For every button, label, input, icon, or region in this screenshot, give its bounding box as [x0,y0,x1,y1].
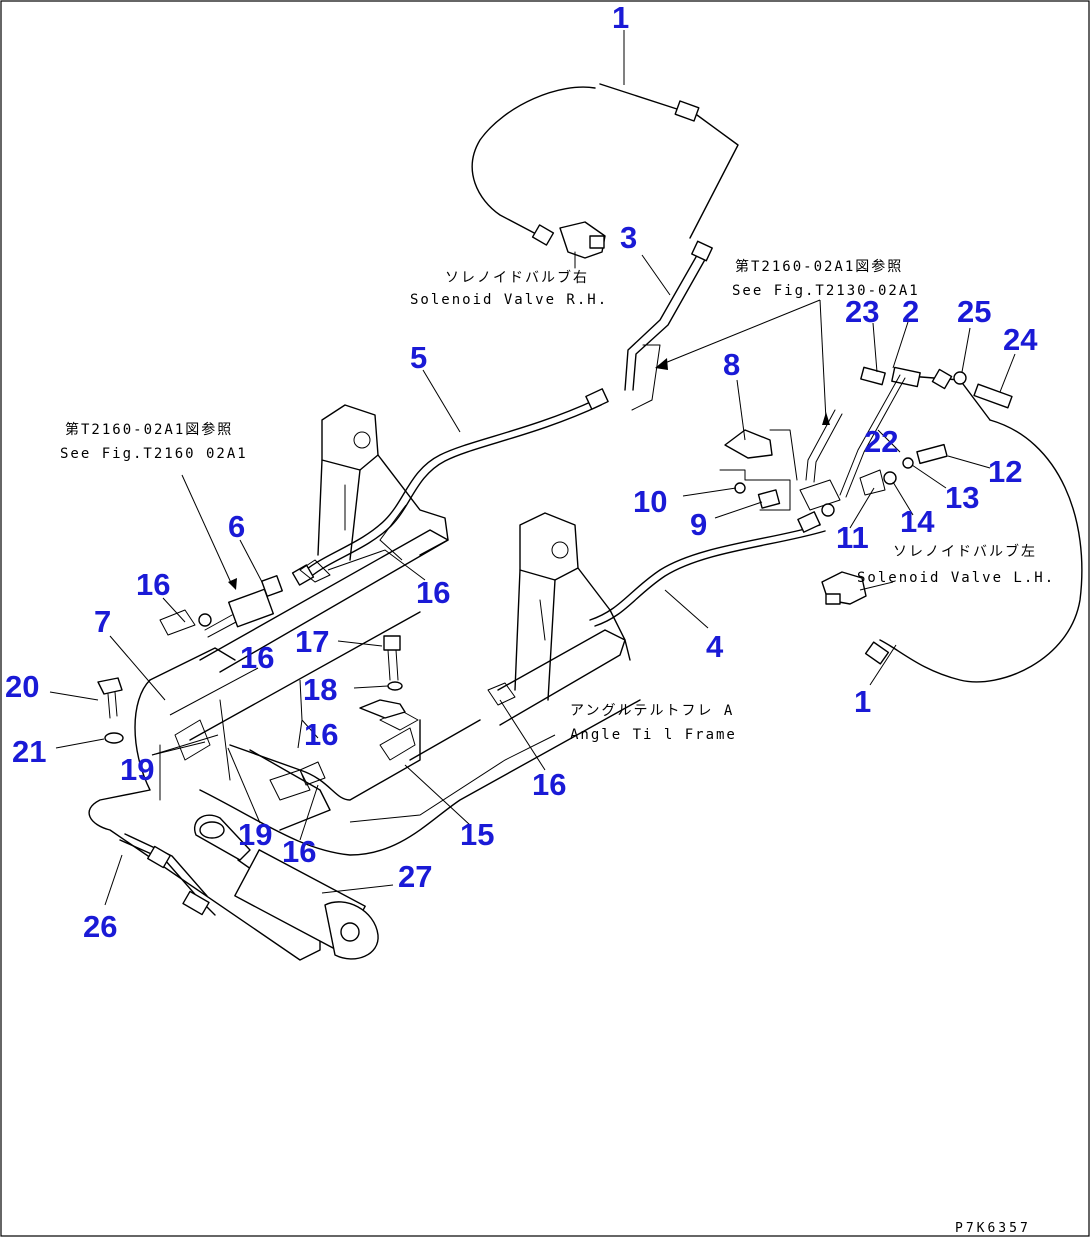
callout-16-a: 16 [136,567,170,602]
callout-16-e: 16 [532,767,566,802]
callout-17: 17 [295,624,329,659]
solenoid-valve-lh [821,571,867,605]
callout-19-b: 19 [238,817,272,852]
note-frame-en: Angle Ti l Frame [570,727,737,743]
callout-20: 20 [5,669,39,704]
callout-16-d: 16 [304,717,338,752]
callout-1-b: 1 [854,684,871,719]
bolts-left [97,677,124,744]
callout-22: 22 [864,424,898,459]
note-ref-left-jp: 第T2160-02A1図参照 [65,421,233,438]
callout-23: 23 [845,294,879,329]
callout-25: 25 [957,294,991,329]
callout-26: 26 [83,909,117,944]
callout-2: 2 [902,294,919,329]
note-frame-jp: アングルテルトフレ A [570,703,734,719]
callout-9: 9 [690,507,707,542]
callout-7: 7 [94,604,111,639]
hose-4-and-hose-1-lh [589,419,1083,683]
hose-5 [291,388,609,586]
fittings-right-group [839,366,1013,498]
callout-16-c: 16 [240,640,274,675]
pipe-3 [624,240,713,411]
note-valve-lh-jp: ソレノイドバルブ左 [893,543,1037,560]
solenoid-valve-rh [559,221,606,269]
pipe-2-and-brackets [799,409,843,517]
callout-3: 3 [620,220,637,255]
leader-lines [49,30,1016,906]
callout-21: 21 [12,734,46,769]
bolts-center [359,635,406,719]
callout-1: 1 [612,0,629,35]
note-ref-left-en: See Fig.T2160 02A1 [60,446,248,462]
callout-14: 14 [900,504,935,539]
callout-16-b: 16 [416,575,450,610]
cylinder-27 [193,814,379,960]
hose-26 [119,833,216,916]
joint-6 [204,575,283,638]
callout-4: 4 [706,629,724,664]
cross-beam [189,529,481,761]
callout-5: 5 [410,340,427,375]
callout-11: 11 [836,520,869,555]
angle-tilt-frame [88,647,641,961]
arrowheads [228,358,830,590]
note-valve-rh-jp: ソレノイドバルブ右 [445,269,589,286]
note-valve-lh-en: Solenoid Valve L.H. [857,570,1055,586]
right-frame [497,512,631,726]
note-ref-top-jp: 第T2160-02A1図参照 [735,258,903,275]
callout-27: 27 [398,859,432,894]
figure-code: P7K6357 [955,1221,1031,1236]
clamp-8 [719,429,798,511]
callout-24: 24 [1003,322,1038,357]
callout-10: 10 [633,484,667,519]
note-ref-top-en: See Fig.T2130-02A1 [732,283,920,299]
callout-12: 12 [988,454,1022,489]
callout-8: 8 [723,347,740,382]
hose-1-rh [471,83,739,246]
callout-15: 15 [460,817,494,852]
note-valve-rh-en: Solenoid Valve R.H. [410,292,608,308]
callout-19-a: 19 [120,752,154,787]
callout-18: 18 [303,672,337,707]
callout-16-f: 16 [282,834,316,869]
callout-13: 13 [945,480,979,515]
callout-6: 6 [228,509,245,544]
